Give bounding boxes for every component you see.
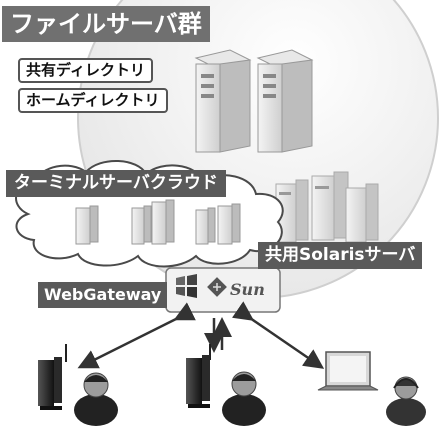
terminal-server-cloud-label: ターミナルサーバクラウド xyxy=(6,170,226,197)
client-laptop xyxy=(317,351,379,391)
client-device-2 xyxy=(186,344,211,408)
user-1-icon xyxy=(74,372,118,426)
terminal-server-2 xyxy=(131,199,175,245)
file-server-2 xyxy=(256,49,314,153)
terminal-server-3 xyxy=(195,203,241,245)
webgateway-label: WebGateway xyxy=(38,282,168,308)
sun-logo-icon xyxy=(207,277,227,297)
shared-solaris-server-label: 共用Solarisサーバ xyxy=(258,242,423,269)
home-directory-label: ホームディレクトリ xyxy=(18,88,168,113)
terminal-server-1 xyxy=(75,205,99,245)
user-2-icon xyxy=(222,371,266,426)
file-server-1 xyxy=(194,49,252,153)
connection-arrows xyxy=(77,301,325,369)
user-3-icon xyxy=(386,376,426,426)
windows-logo-icon xyxy=(176,274,197,298)
client-device-1 xyxy=(38,344,67,410)
webgateway-box: Sun xyxy=(165,267,281,313)
shared-directory-label: 共有ディレクトリ xyxy=(18,58,153,83)
solaris-server-3 xyxy=(345,183,379,243)
solaris-server-2 xyxy=(311,171,349,241)
sun-logo-text: Sun xyxy=(230,280,265,299)
file-server-group-label: ファイルサーバ群 xyxy=(2,6,210,42)
